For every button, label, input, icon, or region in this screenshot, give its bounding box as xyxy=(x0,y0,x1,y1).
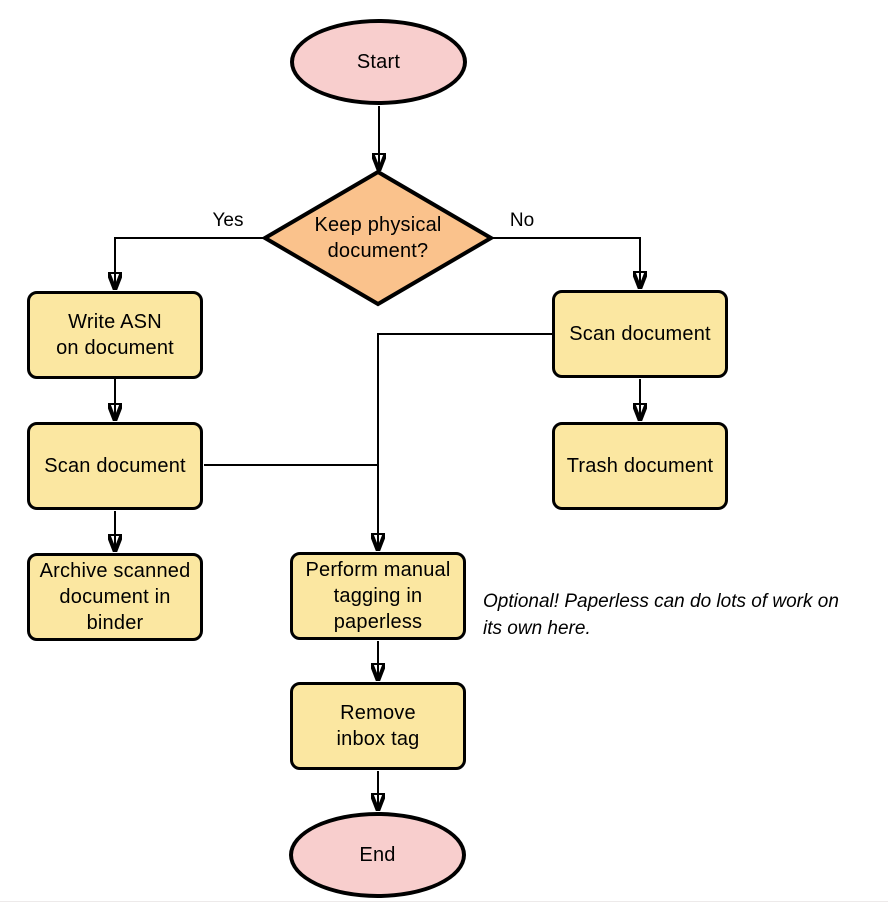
node-end: End xyxy=(289,812,466,898)
edge-decision-yes-to-write-asn xyxy=(115,237,266,289)
node-manual-tagging: Perform manual tagging in paperless xyxy=(290,552,466,640)
node-write-asn-label: Write ASN on document xyxy=(56,311,174,359)
node-scan-document-left: Scan document xyxy=(27,422,203,510)
node-decision-label: Keep physical document? xyxy=(314,214,442,262)
node-start-label: Start xyxy=(356,51,401,73)
bottom-divider xyxy=(0,901,888,902)
node-decision: Keep physical document? xyxy=(255,162,501,314)
node-start: Start xyxy=(290,19,467,105)
node-trash-document-label: Trash document xyxy=(566,455,714,477)
optional-note: Optional! Paperless can do lots of work … xyxy=(483,591,839,639)
edge-scan-right-to-tagging xyxy=(378,333,553,550)
node-end-label: End xyxy=(359,844,396,866)
node-remove-inbox-tag: Remove inbox tag xyxy=(290,682,466,770)
node-scan-document-right: Scan document xyxy=(552,290,728,378)
edge-decision-no-to-scan-right xyxy=(489,237,640,288)
node-archive-binder: Archive scanned document in binder xyxy=(27,553,203,641)
node-write-asn: Write ASN on document xyxy=(27,291,203,379)
node-remove-inbox-tag-label: Remove inbox tag xyxy=(336,702,420,750)
node-scan-document-left-label: Scan document xyxy=(44,455,186,477)
edge-label-no: No xyxy=(509,210,535,231)
node-trash-document: Trash document xyxy=(552,422,728,510)
decision-diamond-shape xyxy=(261,169,495,307)
node-archive-binder-label: Archive scanned document in binder xyxy=(39,560,191,634)
node-manual-tagging-label: Perform manual tagging in paperless xyxy=(305,559,451,633)
edge-label-yes: Yes xyxy=(212,210,244,231)
node-scan-document-right-label: Scan document xyxy=(569,323,711,345)
